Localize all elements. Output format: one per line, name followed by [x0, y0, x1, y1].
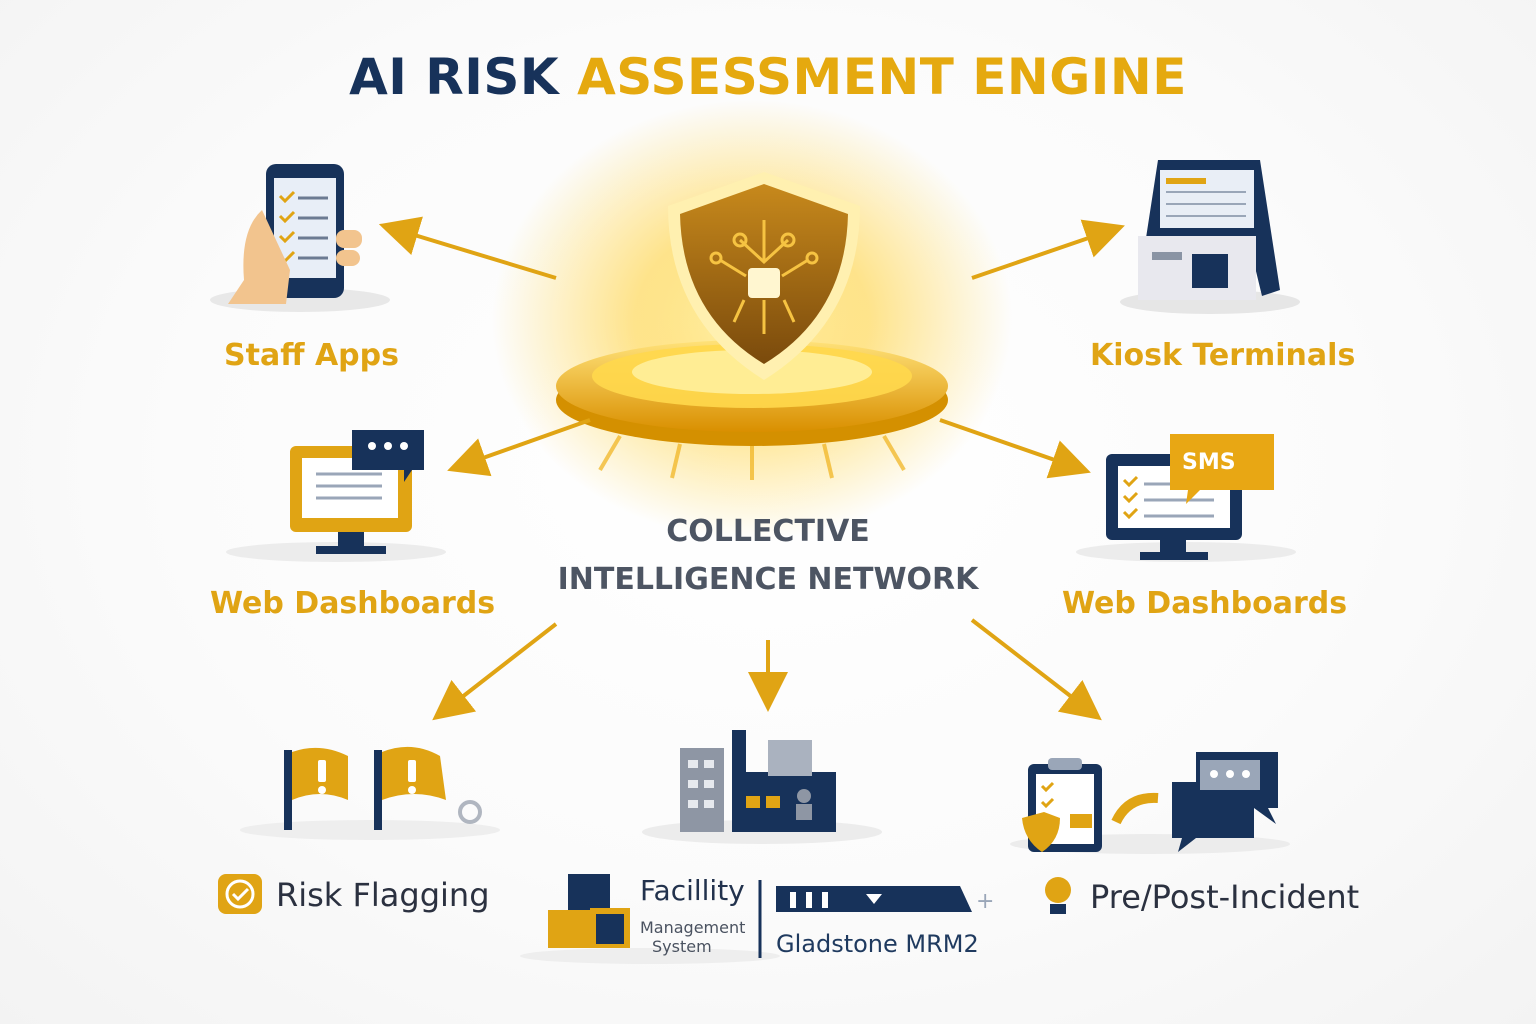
facility-title: Facillity — [640, 874, 745, 907]
gladstone-label: Gladstone MRM2 — [776, 930, 979, 958]
page-title: AI RISK ASSESSMENT ENGINE — [0, 48, 1536, 106]
sms-badge: SMS — [1182, 450, 1236, 475]
facility-building-icon — [642, 730, 882, 844]
node-label-web-dashboards-right: Web Dashboards — [1062, 586, 1348, 621]
node-label-kiosk-terminals: Kiosk Terminals — [1090, 338, 1356, 373]
lightbulb-icon — [1045, 877, 1071, 914]
node-label-web-dashboards-left: Web Dashboards — [210, 586, 496, 621]
center-title-line-1: COLLECTIVE — [666, 514, 870, 549]
facility-line-3: System — [652, 937, 712, 956]
svg-text:+: + — [976, 889, 994, 914]
center-title-line-2: INTELLIGENCE NETWORK — [557, 562, 979, 597]
facility-logo-icon — [520, 874, 780, 964]
pre-post-incident-label: Pre/Post-Incident — [1090, 878, 1360, 916]
monitor-sms-icon — [1076, 434, 1296, 562]
kiosk-icon — [1120, 160, 1300, 314]
shield-circuit-icon — [668, 172, 860, 380]
clipboard-chat-icon — [1010, 752, 1290, 854]
connection-arrows — [378, 216, 1125, 721]
warning-flags-icon — [240, 746, 500, 840]
title-part-1: AI RISK — [349, 48, 560, 106]
monitor-chat-icon — [226, 430, 446, 562]
facility-line-2: Management — [640, 918, 746, 937]
risk-flagging-label: Risk Flagging — [276, 876, 490, 914]
title-part-2: ASSESSMENT ENGINE — [577, 48, 1187, 106]
check-badge-icon — [218, 874, 262, 914]
gladstone-logo-icon: + — [776, 886, 994, 914]
node-label-staff-apps: Staff Apps — [224, 338, 399, 373]
smartphone-checklist-icon — [210, 164, 390, 312]
